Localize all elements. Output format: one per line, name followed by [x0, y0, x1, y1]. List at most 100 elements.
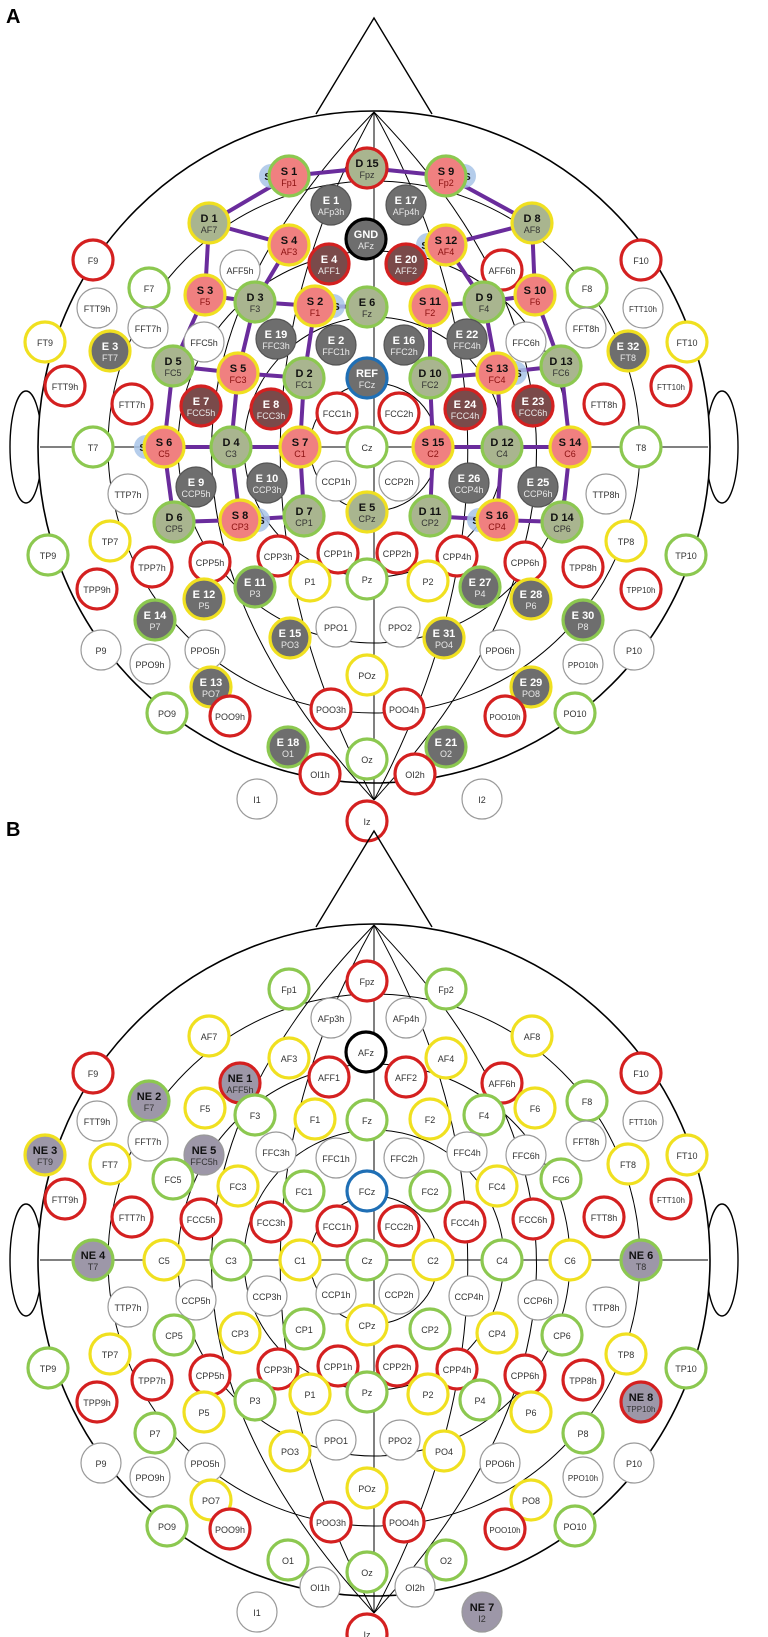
electrode-fcc4h: FCC4h [443, 1200, 487, 1244]
electrode-label: POO9h [215, 712, 245, 722]
electrode-circle [267, 1036, 311, 1080]
electrode-circle [393, 752, 437, 796]
electrode-label: Iz [363, 1630, 371, 1637]
electrode-ppo9h: PPO9h [129, 643, 171, 685]
electrode-label: AFF2 [395, 1073, 417, 1083]
electrode-label: FFT7h [135, 1137, 162, 1147]
electrode-circle [664, 1346, 708, 1390]
optode-tag: E 26 [458, 473, 481, 485]
electrode-label: FTT7h [119, 400, 146, 410]
electrode-circle [375, 1344, 419, 1388]
electrode-label: FC5 [164, 1175, 181, 1185]
electrode-circle [406, 1372, 450, 1416]
electrode-circle [315, 324, 357, 366]
electrode-label: CCP6h [523, 489, 552, 499]
electrode-label: Pz [362, 1388, 373, 1398]
electrode-label: POO4h [389, 705, 419, 715]
optode-tag: D 12 [490, 437, 513, 449]
electrode-circle [379, 606, 421, 648]
electrode-label: FT7 [102, 1160, 118, 1170]
electrode-label: AFp4h [393, 207, 420, 217]
optode-tag: D 10 [418, 368, 441, 380]
electrode-af4: AF4 [424, 1036, 468, 1080]
electrode-circle [71, 238, 115, 282]
electrode-label: AFF6h [488, 1079, 515, 1089]
electrode-circle [233, 1378, 277, 1422]
electrode-circle [282, 494, 326, 538]
optode-tag: S 11 [419, 296, 441, 308]
electrode-circle [378, 1273, 420, 1315]
electrode-ft10: FT10 [665, 320, 709, 364]
optode-tag: E 13 [200, 677, 223, 689]
electrode-label: PO9 [158, 709, 176, 719]
electrode-cpp3h: CPP3h [256, 534, 300, 578]
electrode-circle [315, 460, 357, 502]
optode-tag: E 16 [393, 335, 416, 347]
electrode-label: CP5 [165, 1331, 183, 1341]
electrode-o1: O1E 18 [266, 725, 310, 769]
panel-a-letter: A [6, 6, 21, 28]
electrode-f4: F4 [462, 1093, 506, 1137]
electrode-circle [71, 1238, 115, 1282]
electrode-oi2h: OI2h [394, 1566, 436, 1608]
electrode-f9: F9 [71, 1051, 115, 1095]
electrode-circle [310, 997, 352, 1039]
electrode-label: PPO10h [568, 1474, 598, 1483]
electrode-tp7: TP7 [88, 1332, 132, 1376]
electrode-circle [475, 1311, 519, 1355]
electrode-ccp1h: CCP1h [315, 460, 357, 502]
electrode-tpp7h: TPP7h [130, 1358, 174, 1402]
electrode-circle [406, 559, 450, 603]
electrode-circle [316, 1344, 360, 1388]
electrode-circle [480, 425, 524, 469]
electrode-label: CCP2h [384, 477, 413, 487]
electrode-ffc4h: FFC4h [446, 1131, 488, 1173]
electrode-circle [505, 1134, 547, 1176]
electrode-circle [127, 1120, 169, 1162]
electrode-p6: P6E 28 [509, 577, 553, 621]
electrode-label: AFF1 [318, 1073, 340, 1083]
electrode-circle [145, 691, 189, 735]
electrode-p10: P10 [613, 629, 655, 671]
electrode-p9: P9 [80, 629, 122, 671]
electrode-label: FFC1h [322, 1154, 350, 1164]
electrode-ftt9h: FTT9h [76, 287, 118, 329]
optode-tag: E 4 [321, 254, 338, 266]
electrode-fft8h: FFT8h [565, 307, 607, 349]
electrode-label: AFp4h [393, 1014, 420, 1024]
electrode-label: F1 [310, 1115, 321, 1125]
electrode-ftt10h: FTT10h [649, 364, 693, 408]
electrode-p2: P2 [406, 1372, 450, 1416]
electrode-circle [424, 725, 468, 769]
electrode-label: C5 [158, 1256, 170, 1266]
electrode-label: CP4 [488, 522, 506, 532]
electrode-label: FCC5h [187, 408, 216, 418]
electrode-circle [604, 1332, 648, 1376]
electrode-label: FC2 [421, 1187, 438, 1197]
electrode-label: C4 [496, 1256, 508, 1266]
electrode-fz: FzE 6 [345, 285, 389, 329]
optode-tag: NE 4 [81, 1250, 106, 1262]
electrode-label: PO8 [522, 689, 540, 699]
electrode-circle [179, 384, 223, 428]
electrode-label: F8 [582, 284, 593, 294]
electrode-f3: F3 [233, 1093, 277, 1137]
electrode-p6: P6 [509, 1390, 553, 1434]
electrode-label: FC1 [295, 380, 312, 390]
optode-tag: S 1 [281, 166, 298, 178]
electrode-label: Cz [362, 1256, 373, 1266]
electrode-poo4h: POO4h [382, 687, 426, 731]
electrode-circle [183, 321, 225, 363]
electrode-circle [310, 184, 352, 226]
electrode-circle [88, 329, 132, 373]
